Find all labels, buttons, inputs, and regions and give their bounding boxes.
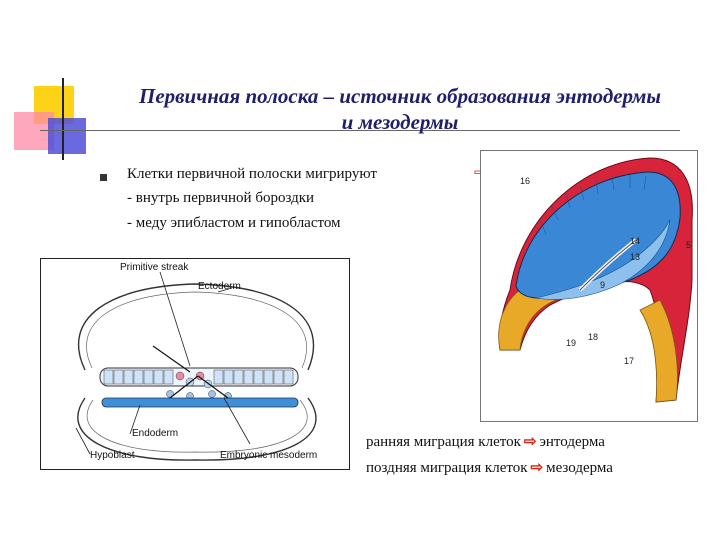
- model-number-5: 5: [686, 240, 691, 250]
- embryo-model-image: 16 14 13 5 9 19 18 17: [480, 150, 698, 422]
- arrow-right-icon: ⇨: [521, 434, 540, 450]
- label-primitive-streak: Primitive streak: [120, 262, 189, 273]
- decor-blue-square: [48, 118, 86, 154]
- cross-section-diagram: Primitive streak Ectoderm Endoderm Hypob…: [40, 258, 350, 470]
- slide-title-line1: Первичная полоска – источник образования…: [90, 84, 710, 109]
- model-number-14: 14: [630, 236, 640, 246]
- model-number-13: 13: [630, 252, 640, 262]
- slide-title-line2: и мезодермы: [90, 110, 710, 135]
- migration-late-line: поздняя миграция клеток⇨мезодерма: [366, 458, 613, 477]
- migration-early-result: энтодерма: [539, 434, 605, 450]
- migration-early-line: ранняя миграция клеток⇨энтодерма: [366, 432, 605, 451]
- arrow-right-icon: ⇨: [528, 460, 547, 476]
- label-ectoderm: Ectoderm: [198, 281, 241, 292]
- bullet-main-text: Клетки первичной полоски мигрируют: [127, 166, 377, 183]
- model-number-19: 19: [566, 338, 576, 348]
- model-number-9: 9: [600, 280, 605, 290]
- model-number-18: 18: [588, 332, 598, 342]
- bullet-square-icon: [100, 174, 107, 181]
- migration-late-result: мезодерма: [546, 460, 613, 476]
- label-hypoblast: Hypoblast: [90, 450, 135, 461]
- model-number-16: 16: [520, 176, 530, 186]
- label-embryonic-mesoderm: Embryonic mesoderm: [220, 450, 317, 461]
- bullet-sub-text-1: - внутрь первичной бороздки: [127, 190, 314, 207]
- bullet-sub-text-2: - меду эпибластом и гипобластом: [127, 215, 341, 232]
- label-endoderm: Endoderm: [132, 428, 178, 439]
- model-number-17: 17: [624, 356, 634, 366]
- decor-vertical-line: [62, 78, 64, 160]
- hypoblast-layer: [102, 398, 298, 407]
- migration-late-text: поздняя миграция клеток: [366, 460, 528, 476]
- migration-early-text: ранняя миграция клеток: [366, 434, 521, 450]
